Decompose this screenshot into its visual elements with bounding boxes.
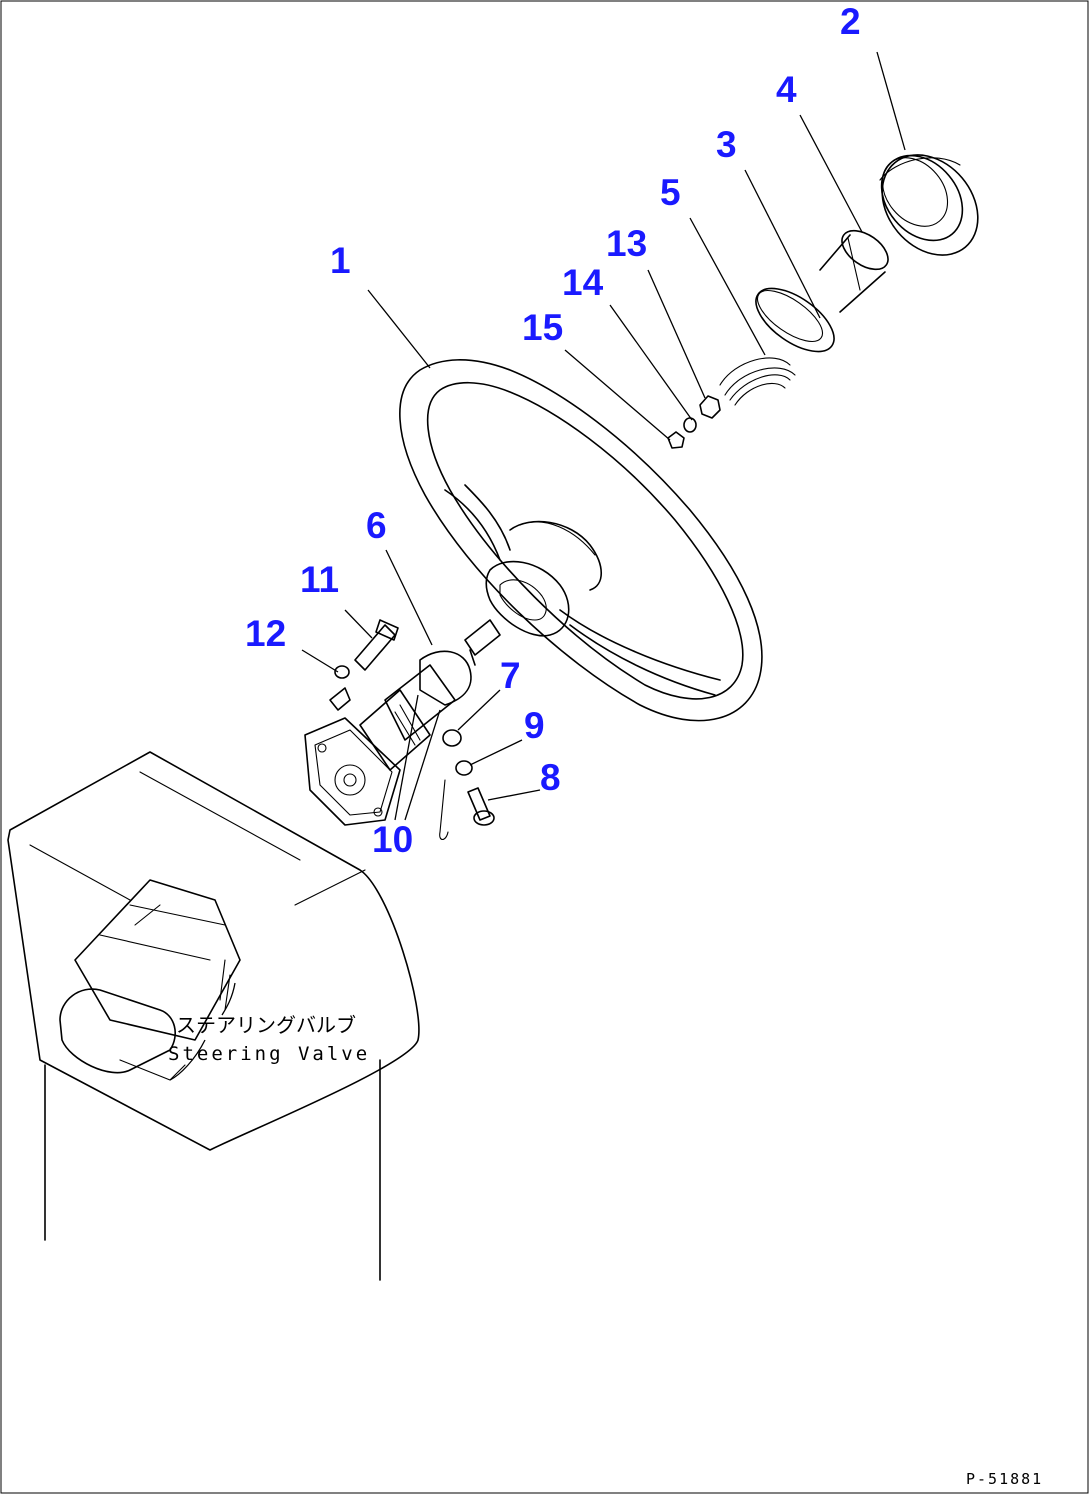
steering-valve-label-ja: ステアリングバルブ bbox=[176, 1013, 356, 1037]
pin bbox=[439, 779, 449, 841]
callout-3: 3 bbox=[716, 124, 737, 165]
contact-plate bbox=[819, 229, 889, 313]
callout-7: 7 bbox=[500, 655, 521, 696]
column-housing bbox=[7, 751, 420, 1281]
drawing-code: P-51881 bbox=[966, 1470, 1043, 1488]
callout-4: 4 bbox=[776, 69, 797, 110]
callout-11: 11 bbox=[300, 559, 339, 600]
spring bbox=[719, 357, 796, 406]
washer bbox=[683, 417, 697, 433]
nut bbox=[699, 395, 721, 419]
callout-1: 1 bbox=[330, 240, 351, 281]
callout-8: 8 bbox=[540, 757, 561, 798]
leader-lines bbox=[169, 51, 906, 1081]
callout-labels: 1 2 3 4 5 6 7 8 9 10 11 12 13 14 15 bbox=[245, 1, 861, 860]
washer-7 bbox=[442, 729, 462, 747]
callout-14: 14 bbox=[562, 262, 604, 303]
callout-13: 13 bbox=[606, 223, 647, 264]
callout-15: 15 bbox=[522, 307, 563, 348]
callout-12: 12 bbox=[245, 613, 286, 654]
steering-column bbox=[304, 619, 501, 826]
callout-9: 9 bbox=[524, 705, 545, 746]
ring bbox=[755, 287, 835, 353]
cap-nut bbox=[667, 431, 685, 449]
callout-10: 10 bbox=[372, 819, 413, 860]
bolt bbox=[354, 619, 399, 671]
callout-6: 6 bbox=[366, 505, 387, 546]
lock-washer bbox=[334, 665, 350, 679]
steering-wheel bbox=[399, 359, 763, 722]
spring-washer-9 bbox=[455, 760, 473, 776]
bolt-8 bbox=[467, 787, 495, 826]
horn-cap bbox=[879, 154, 979, 256]
callout-5: 5 bbox=[660, 172, 681, 213]
callout-2: 2 bbox=[840, 1, 861, 42]
steering-valve-label-en: Steering Valve bbox=[168, 1043, 370, 1065]
